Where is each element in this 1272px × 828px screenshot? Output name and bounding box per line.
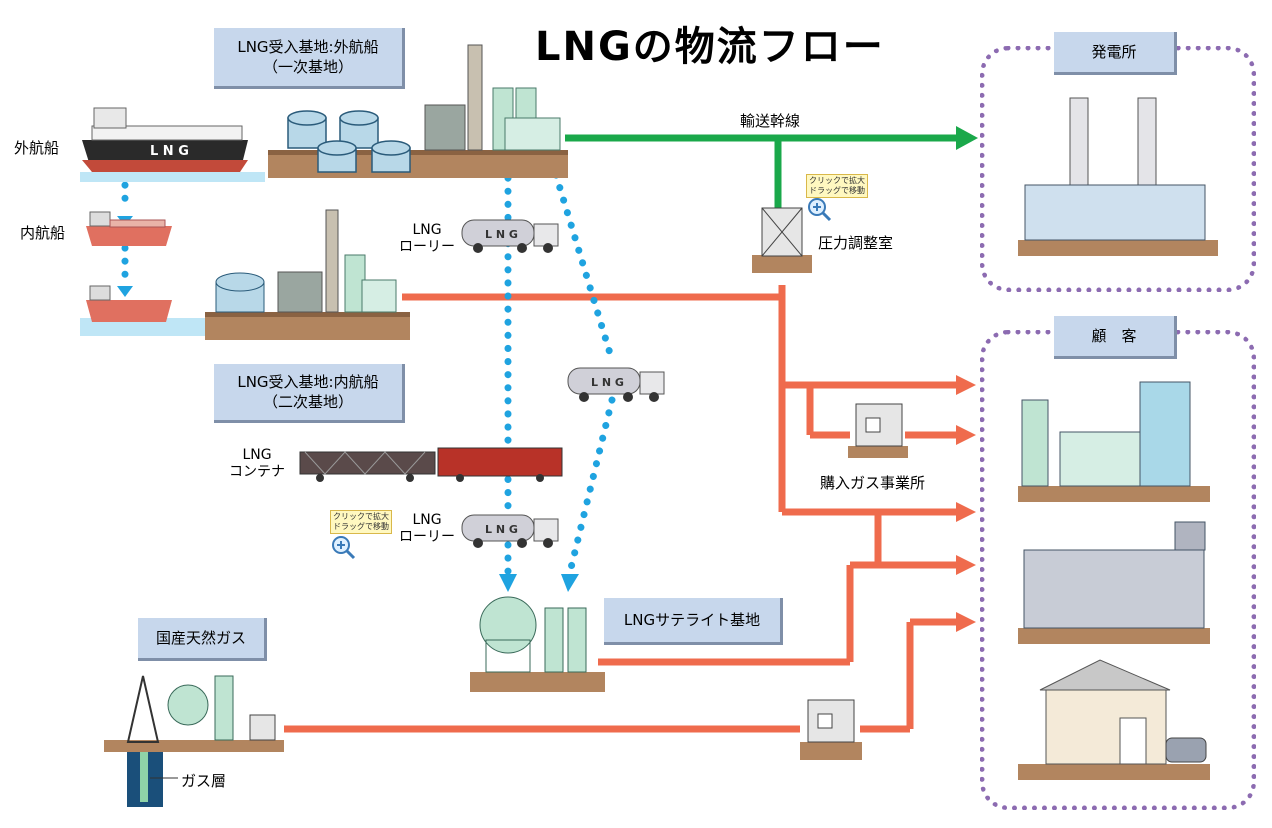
- zoom-hint-2-line1: クリックで拡大: [333, 512, 389, 521]
- pressure-regulation-building: [752, 207, 812, 273]
- container-label: LNG コンテナ: [222, 447, 292, 481]
- lorry-1-mark: L N G: [485, 228, 518, 241]
- lng-lorry-middle: [567, 367, 665, 402]
- trunk-line-label: 輸送幹線: [740, 112, 801, 130]
- zoom-hint-1-line1: クリックで拡大: [809, 176, 865, 185]
- power-plant-label-text: 発電所: [1091, 43, 1137, 61]
- customer-building: [1018, 521, 1210, 644]
- customer-factory: [1018, 381, 1210, 502]
- trunk-arrow-head: [956, 126, 978, 150]
- purchase-gas-label: 購入ガス事業所: [820, 474, 926, 492]
- customer-house: [1018, 659, 1210, 780]
- pressure-room-label: 圧力調整室: [818, 234, 894, 252]
- zoom-hint-1[interactable]: クリックで拡大 ドラッグで移動: [806, 174, 868, 198]
- satellite-base-label: LNGサテライト基地: [604, 598, 783, 645]
- primary-base-label-line1: LNG受入基地:外航船: [237, 38, 379, 56]
- trunk-pipeline: [565, 134, 958, 208]
- domestic-gas-label-text: 国産天然ガス: [155, 629, 246, 647]
- governor-station-building: [800, 699, 862, 760]
- lng-container-train: [299, 447, 563, 482]
- secondary-base-facility: [80, 209, 410, 340]
- coastal-ship-label: 内航船: [20, 224, 66, 242]
- container-label-line2: コンテナ: [229, 464, 285, 480]
- lorry-2-label-line2: ローリー: [399, 529, 455, 545]
- customers-label: 顧 客: [1054, 316, 1177, 359]
- domestic-gas-label: 国産天然ガス: [138, 618, 267, 661]
- satellite-base-label-text: LNGサテライト基地: [623, 611, 761, 629]
- lng-lorry-2: [461, 514, 559, 548]
- container-label-line1: LNG: [242, 447, 272, 463]
- secondary-base-label-line1: LNG受入基地:内航船: [237, 373, 379, 391]
- magnifier-zoom-icon-1[interactable]: [806, 196, 832, 222]
- domestic-gas-field: [104, 675, 284, 807]
- zoom-hint-2-line2: ドラッグで移動: [333, 522, 389, 531]
- secondary-base-label-line2: （二次基地）: [262, 393, 353, 411]
- primary-base-facility: [80, 44, 568, 182]
- secondary-base-label: LNG受入基地:内航船 （二次基地）: [214, 364, 405, 423]
- distribution-pipelines: [284, 285, 958, 733]
- lorry-2-label-line1: LNG: [412, 512, 442, 528]
- page-title: LNGの物流フロー: [535, 24, 885, 70]
- primary-base-label-line2: （一次基地）: [262, 58, 353, 76]
- power-plant-illustration: [1018, 97, 1218, 256]
- customers-label-text: 顧 客: [1091, 327, 1137, 345]
- pipeline-arrow-heads: [956, 375, 976, 632]
- ocean-ship-mark: L N G: [150, 144, 189, 159]
- primary-base-label: LNG受入基地:外航船 （一次基地）: [214, 28, 405, 89]
- power-plant-label: 発電所: [1054, 32, 1177, 75]
- satellite-base-facility: [470, 596, 605, 692]
- lorry-middle-mark: L N G: [591, 376, 624, 389]
- lorry-2-mark: L N G: [485, 523, 518, 536]
- zoom-hint-2[interactable]: クリックで拡大 ドラッグで移動: [330, 510, 392, 534]
- purchase-gas-building: [848, 403, 908, 458]
- magnifier-zoom-icon-2[interactable]: [330, 534, 356, 560]
- gas-layer-label: ガス層: [181, 772, 227, 790]
- lorry-1-label-line2: ローリー: [399, 239, 455, 255]
- lorry-2-label: LNG ローリー: [398, 512, 456, 546]
- lorry-1-label-line1: LNG: [412, 222, 442, 238]
- power-plant-group: [980, 46, 1256, 292]
- customers-group: [980, 330, 1256, 810]
- coastal-lng-ship: [86, 211, 172, 246]
- lorry-1-label: LNG ローリー: [398, 222, 456, 256]
- ocean-lng-ship: [82, 107, 248, 172]
- ocean-ship-label: 外航船: [14, 139, 60, 157]
- zoom-hint-1-line2: ドラッグで移動: [809, 186, 865, 195]
- lng-lorry-1: [461, 219, 559, 253]
